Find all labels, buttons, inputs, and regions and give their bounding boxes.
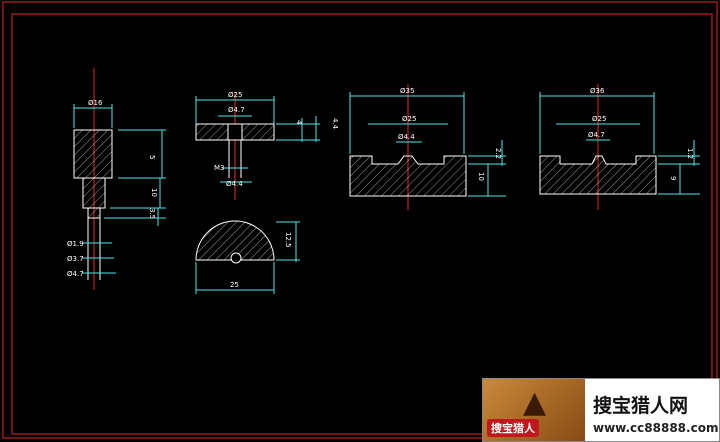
watermark-url[interactable]: www.cc88888.com <box>593 421 719 435</box>
part3-dia-outer-label: Ø35 <box>400 87 414 95</box>
part2-thread-label: M3 <box>214 164 225 172</box>
part2-dia-low-label: Ø4.4 <box>226 180 243 188</box>
part2-dia-outer-label: Ø25 <box>228 91 242 99</box>
part4-dia-outer-label: Ø36 <box>590 87 605 95</box>
part1-height-3-label: 3.5 <box>148 208 156 219</box>
part1-height-1-label: 5 <box>148 155 156 159</box>
part2-plate: Ø25 Ø4.7 4 4.4 M3 Ø4.4 <box>195 91 339 200</box>
part3-h-b-label: 10 <box>477 172 485 181</box>
part3-base: Ø35 Ø25 Ø4.4 2.2 10 <box>349 84 506 210</box>
part4-base: Ø36 Ø25 Ø4.7 1.2 9 <box>539 84 700 210</box>
part1-height-2-label: 10 <box>150 188 158 197</box>
hunter-logo: ▲ 搜宝猎人 <box>483 379 585 441</box>
part3-h-a-label: 2.2 <box>494 148 502 159</box>
part2-dia-inner-label: Ø4.7 <box>228 106 245 114</box>
part1-dia-a-label: Ø1.9 <box>67 240 84 248</box>
part3-dia-hole-label: Ø4.4 <box>398 133 415 141</box>
part1-dia-top-label: Ø16 <box>88 99 103 107</box>
part4-h-b-label: 9 <box>669 176 677 180</box>
part1-dia-b-label: Ø3.7 <box>67 255 84 263</box>
part1-dia-c-label: Ø4.7 <box>67 270 84 278</box>
watermark-badge: 搜宝猎人 <box>487 419 539 437</box>
part2-semicircle-w-label: 25 <box>230 281 239 289</box>
part4-h-a-label: 1.2 <box>686 148 694 159</box>
part1-pin: Ø16 5 10 3.5 Ø1.9 Ø3.7 Ø4.7 <box>67 68 166 290</box>
part4-dia-hole-label: Ø4.7 <box>588 131 605 139</box>
part2-thick-a-label: 4 <box>295 120 303 125</box>
drawing-frame-inner <box>11 13 713 435</box>
watermark-title: 搜宝猎人网 <box>593 395 689 417</box>
part2-semicircle-h-label: 12.5 <box>284 232 292 248</box>
part4-dia-mid-label: Ø25 <box>592 115 606 123</box>
hunter-icon: ▲ <box>523 385 547 420</box>
part2-semicircle: 25 12.5 <box>195 220 300 294</box>
watermark-banner[interactable]: ▲ 搜宝猎人 搜宝猎人网 www.cc88888.com <box>482 378 720 442</box>
part3-dia-mid-label: Ø25 <box>402 115 416 123</box>
part2-thick-b-label: 4.4 <box>331 118 339 130</box>
